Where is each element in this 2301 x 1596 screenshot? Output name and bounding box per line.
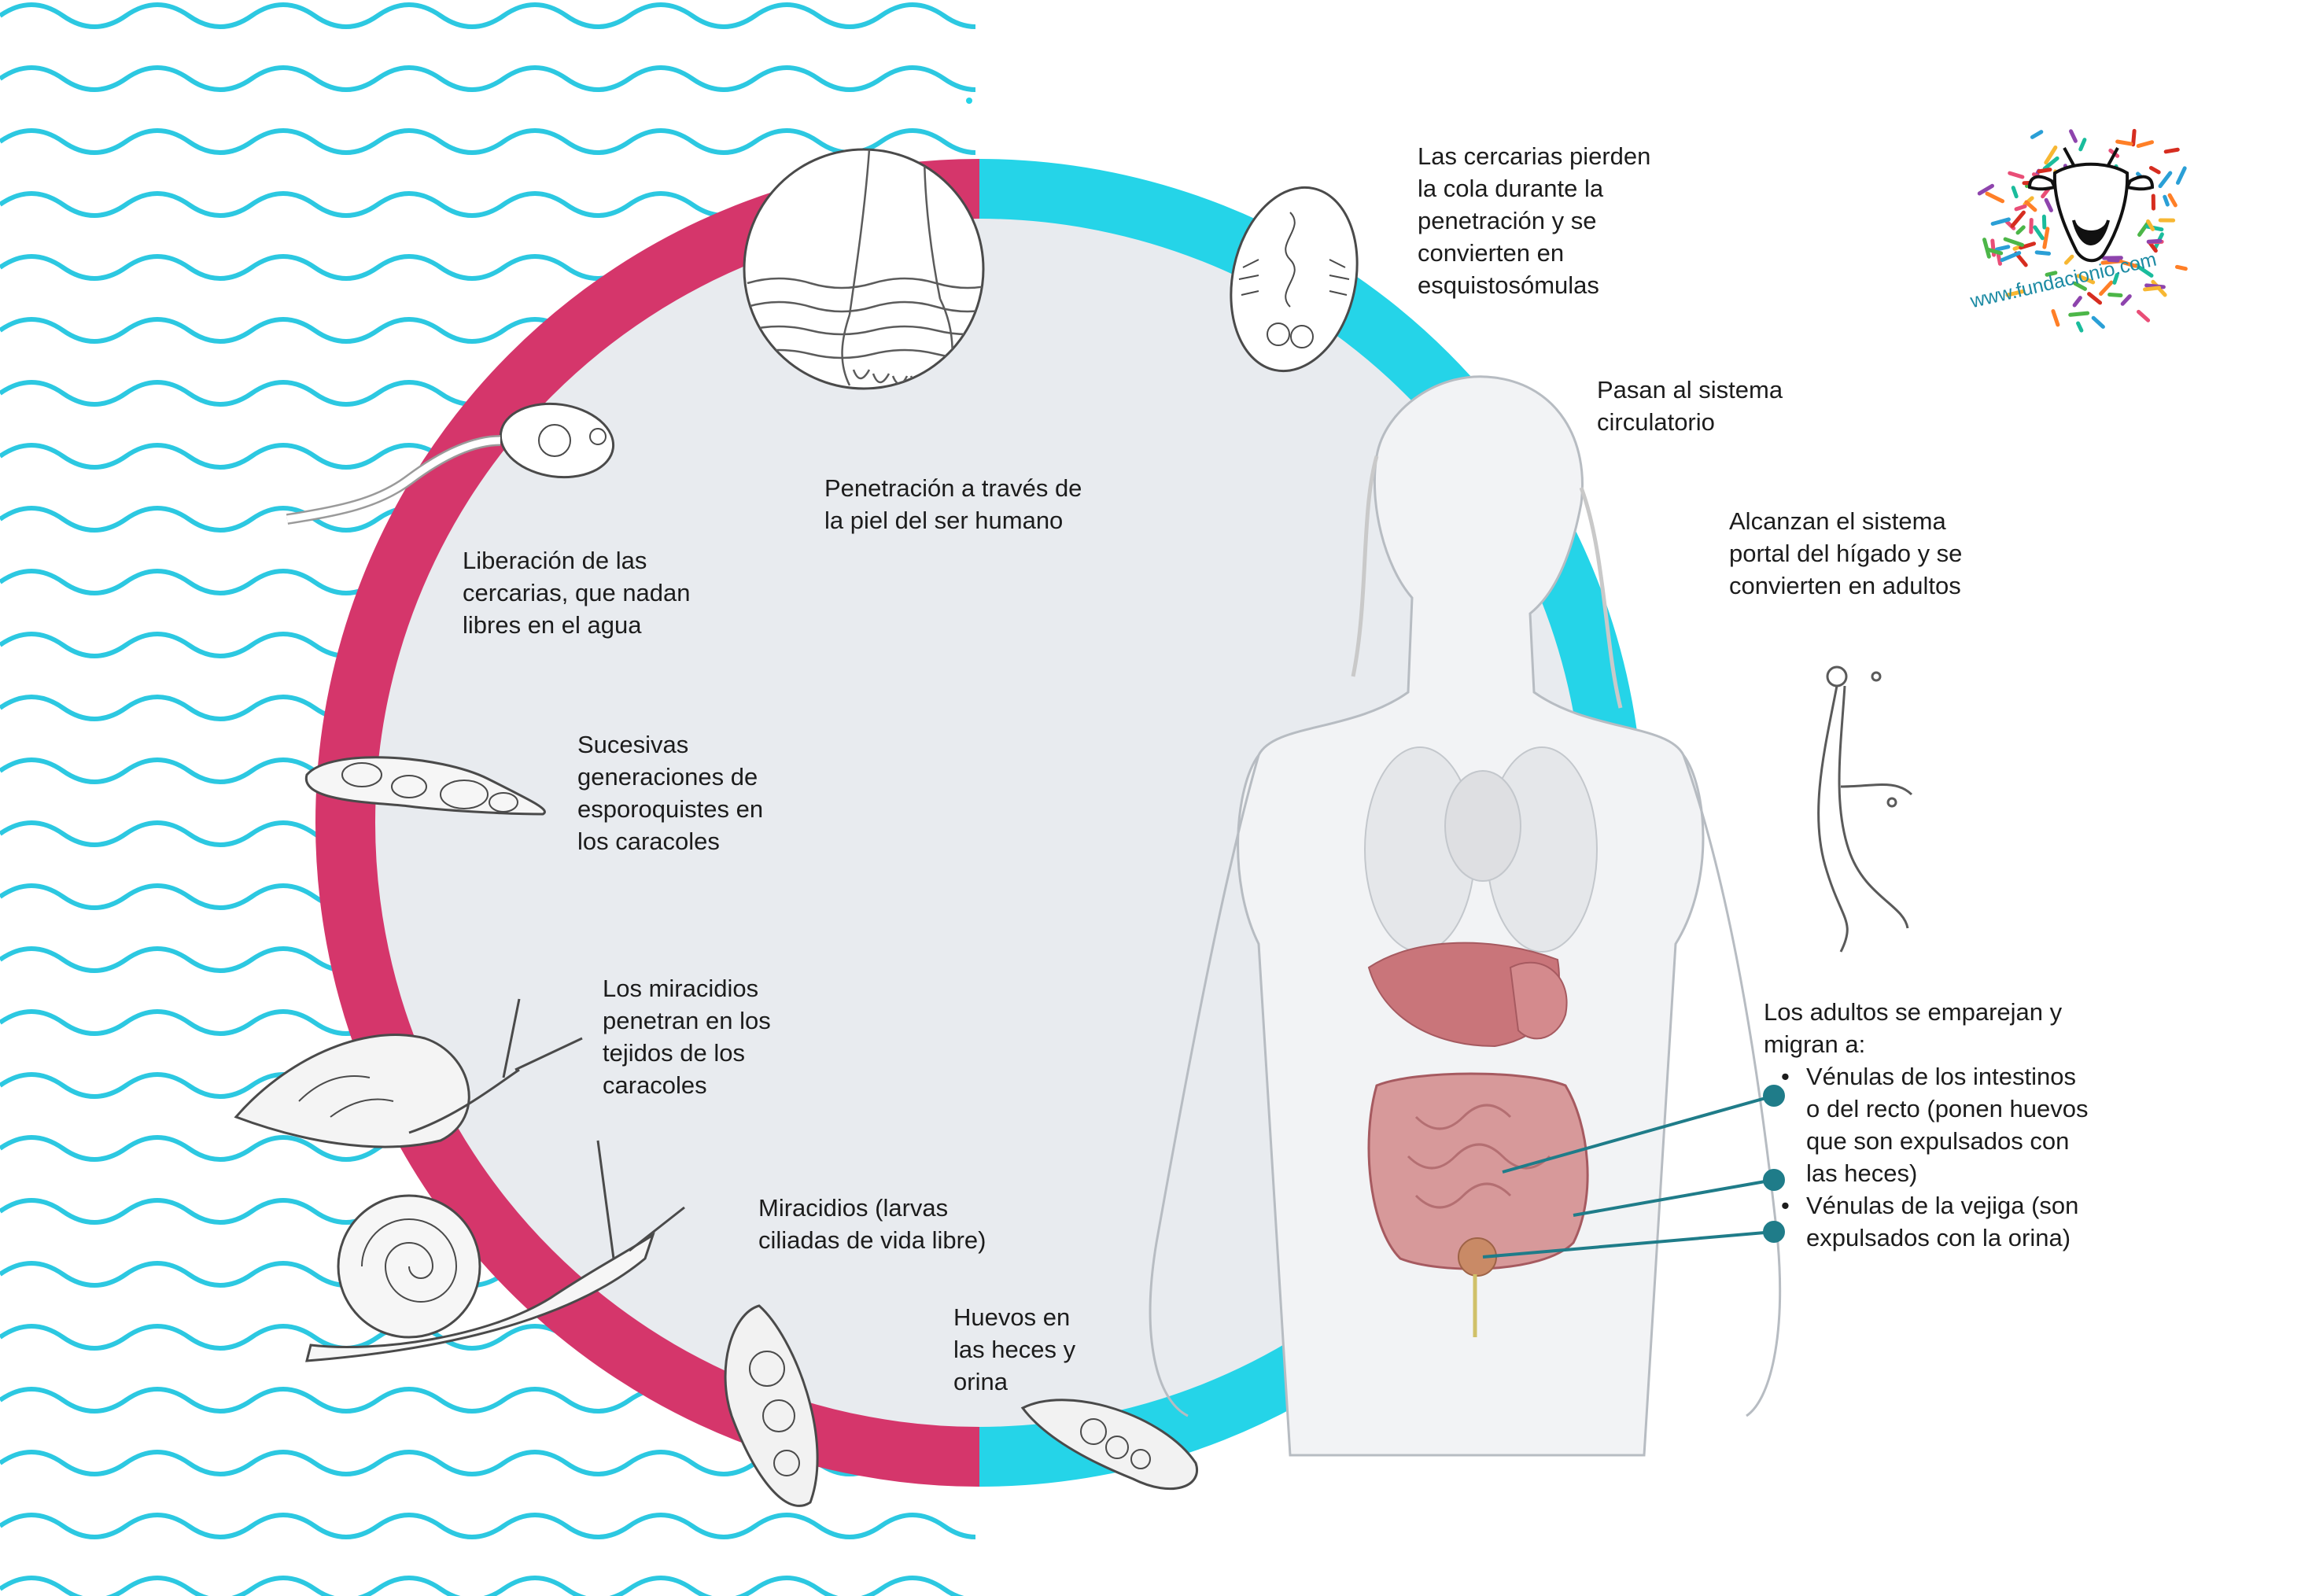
confetti-piece [2000,251,2022,263]
confetti-piece [2175,166,2187,185]
confetti-piece [2010,210,2026,228]
confetti-piece [1982,238,1991,259]
confetti-piece [2051,309,2060,327]
confetti-piece [2137,309,2151,323]
confetti-piece [2107,293,2123,297]
confetti-piece [2030,130,2044,139]
confetti-piece [2068,311,2090,317]
confetti-piece [2042,156,2059,171]
confetti-piece [2167,193,2177,208]
confetti-piece [2131,128,2137,147]
confetti-piece [2158,171,2173,189]
wave-line [0,1513,975,1539]
confetti-piece [2044,145,2058,165]
miracidium-illustration [724,1304,819,1507]
confetti-piece [2033,225,2045,241]
egg-illustration [1020,1399,1198,1491]
confetti-piece [2011,186,2019,199]
confetti-piece [2073,281,2087,291]
adult-worm-pair-illustration [1817,665,1913,953]
confetti-piece [2045,271,2058,277]
confetti-piece [2146,219,2155,231]
confetti-piece [2163,194,2170,207]
confetti-piece [2063,254,2074,265]
cow-head-icon [2027,147,2155,263]
cercaria-illustration [286,402,615,525]
wave-line [0,65,975,92]
confetti-piece [2143,286,2162,292]
confetti-piece [2008,171,2025,179]
confetti-piece [2014,204,2027,212]
confetti-piece [1994,245,2011,252]
confetti-piece [2115,139,2133,146]
confetti-piece [1990,217,2011,226]
confetti-piece [2019,241,2037,250]
confetti-piece [2037,168,2052,174]
confetti-piece [2112,273,2119,285]
human-body-illustration [1149,375,1782,1457]
confetti-piece [1985,191,2005,204]
fundacionio-logo [1975,104,2207,337]
confetti-piece [2121,260,2137,268]
confetti-piece [2034,250,2052,256]
confetti-piece [2024,200,2037,212]
confetti-piece [1977,183,1995,196]
confetti-piece [2148,165,2161,175]
foot-in-water-illustration [743,98,985,390]
ring-environment-phase [315,159,980,1487]
confetti-piece [1986,248,2004,256]
wave-line [0,1576,964,1596]
schistosomula-illustration [1230,186,1359,373]
confetti-piece [2091,315,2105,329]
confetti-piece [2163,147,2180,154]
organ-pointers [1482,1085,1785,1259]
wave-line [0,2,975,29]
confetti-piece [2099,280,2114,297]
sporocyst-illustration [304,756,546,816]
confetti-piece [2134,263,2154,278]
confetti-piece [2072,296,2082,308]
confetti-piece [2137,219,2151,237]
confetti-piece [2120,294,2132,306]
small-snail-illustration [234,998,583,1148]
confetti-piece [2044,197,2053,212]
confetti-piece [2041,214,2047,230]
confetti-piece [2144,283,2166,289]
large-snail-illustration [305,1140,685,1362]
confetti-piece [2174,264,2188,271]
confetti-piece [2076,321,2084,333]
confetti-piece [2005,289,2026,297]
confetti-piece [2042,227,2050,249]
confetti-piece [2136,140,2155,149]
confetti-piece [2015,225,2026,235]
confetti-piece [2076,274,2096,285]
confetti-piece [2078,138,2087,152]
wave-line [0,128,975,155]
confetti-piece [2087,292,2103,305]
confetti-piece [2069,129,2078,143]
confetti-piece [2003,237,2024,247]
